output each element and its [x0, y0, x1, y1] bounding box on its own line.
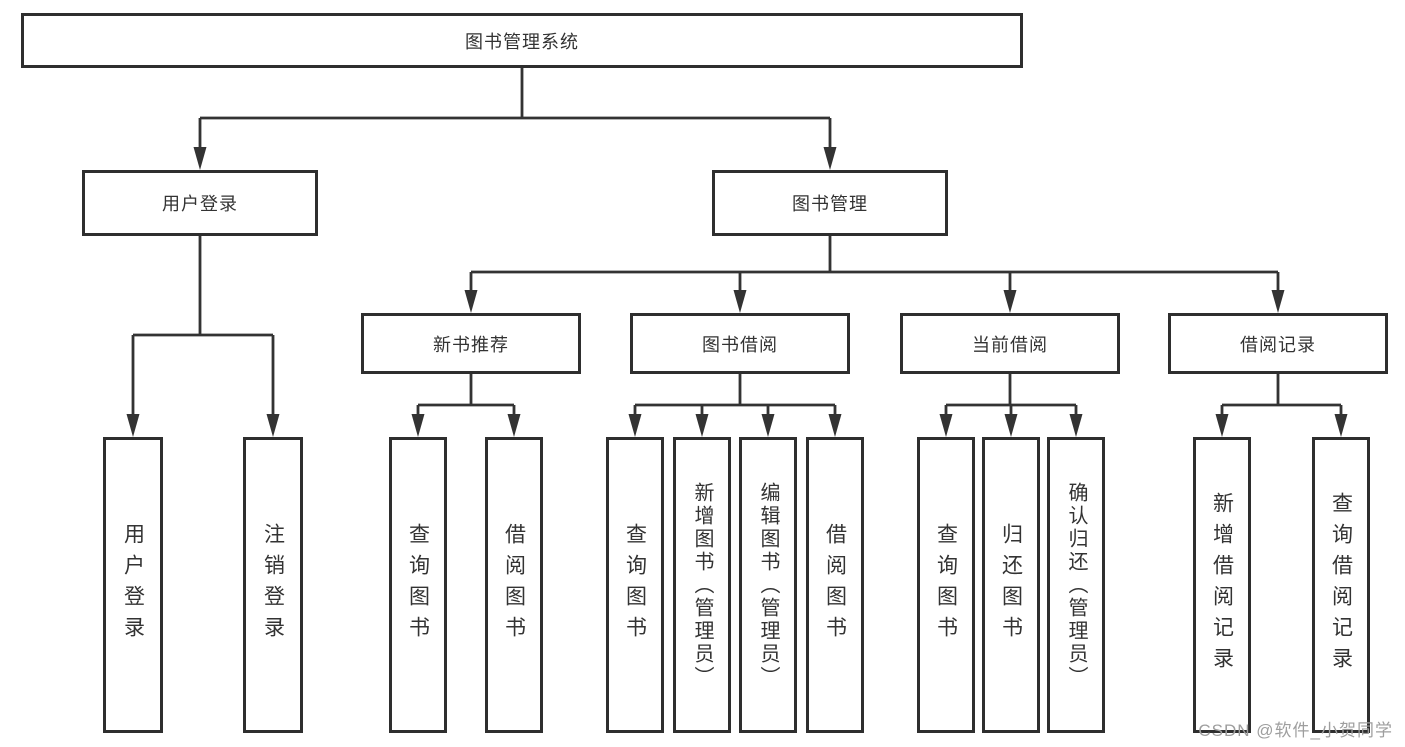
node-label: 查询图书: [623, 523, 647, 647]
node-confirm-return-admin: 确认归还（管理员）: [1047, 437, 1105, 733]
node-library-management-system: 图书管理系统: [21, 13, 1023, 68]
node-borrow-books-borrowing: 借阅图书: [806, 437, 864, 733]
node-label: 借阅图书: [502, 523, 526, 647]
node-book-borrowing: 图书借阅: [630, 313, 850, 374]
node-label: 借阅记录: [1240, 334, 1316, 355]
node-label: 借阅图书: [823, 523, 847, 647]
node-label: 图书管理: [792, 194, 868, 214]
node-label: 归还图书: [999, 523, 1023, 647]
node-current-borrowing: 当前借阅: [900, 313, 1120, 374]
node-label: 新增图书（管理员）: [691, 481, 713, 689]
node-add-borrowing-record: 新增借阅记录: [1193, 437, 1251, 733]
node-label: 用户登录: [121, 523, 145, 647]
node-label: 图书管理系统: [465, 31, 579, 52]
node-logout-leaf: 注销登录: [243, 437, 303, 733]
node-query-books-recommend: 查询图书: [389, 437, 447, 733]
watermark: CSDN @软件_小贺同学: [1198, 721, 1393, 740]
node-borrow-books-recommend: 借阅图书: [485, 437, 543, 733]
node-label: 确认归还（管理员）: [1065, 481, 1087, 689]
node-query-borrowing-record: 查询借阅记录: [1312, 437, 1370, 733]
node-label: 当前借阅: [972, 334, 1048, 355]
node-label: 查询图书: [934, 523, 958, 647]
node-label: 查询借阅记录: [1329, 492, 1353, 678]
node-new-book-recommendation: 新书推荐: [361, 313, 581, 374]
node-label: 查询图书: [406, 523, 430, 647]
node-user-login-leaf: 用户登录: [103, 437, 163, 733]
node-label: 用户登录: [162, 194, 238, 214]
node-query-books-borrowing: 查询图书: [606, 437, 664, 733]
node-return-books: 归还图书: [982, 437, 1040, 733]
node-borrowing-records: 借阅记录: [1168, 313, 1388, 374]
node-label: 编辑图书（管理员）: [757, 481, 779, 689]
node-edit-books-admin: 编辑图书（管理员）: [739, 437, 797, 733]
node-label: 图书借阅: [702, 334, 778, 355]
node-label: 注销登录: [261, 523, 285, 647]
node-add-books-admin: 新增图书（管理员）: [673, 437, 731, 733]
node-user-login: 用户登录: [82, 170, 318, 236]
node-query-books-current: 查询图书: [917, 437, 975, 733]
node-label: 新书推荐: [433, 334, 509, 355]
node-label: 新增借阅记录: [1210, 492, 1234, 678]
node-book-management: 图书管理: [712, 170, 948, 236]
